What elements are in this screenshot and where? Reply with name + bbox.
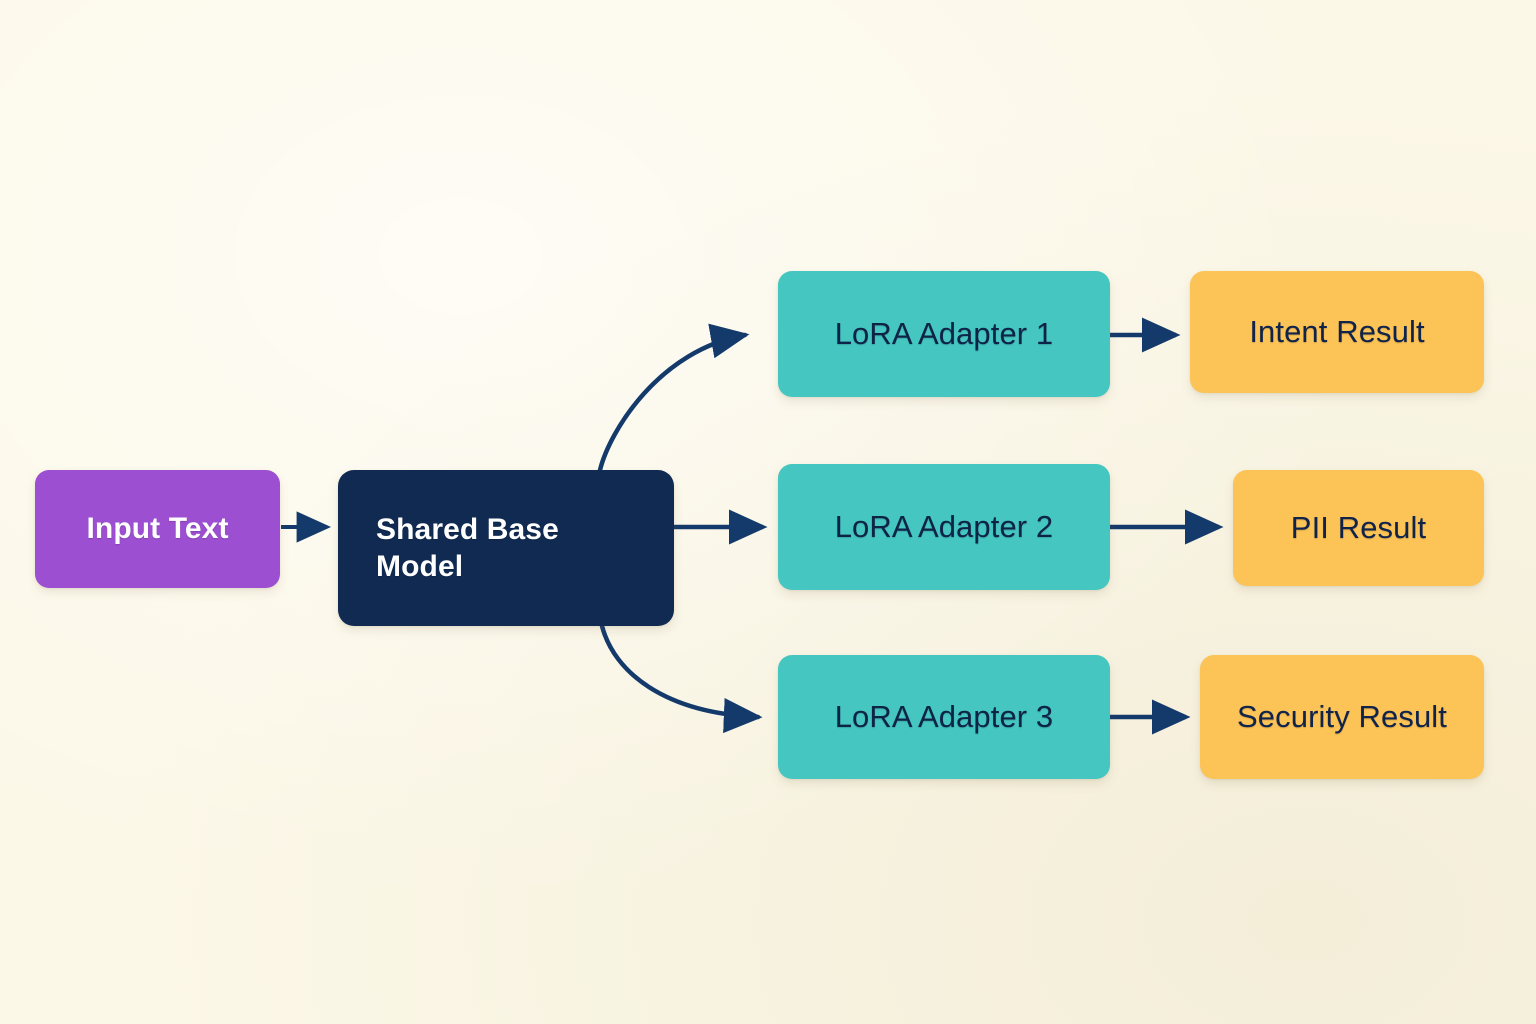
node-lora-adapter-1[interactable]: LoRA Adapter 1 [778,271,1110,397]
node-shared-base-model-label-line1: Shared Base [376,512,559,546]
node-input-text-label: Input Text [86,512,229,546]
node-security-result-label: Security Result [1237,698,1447,734]
edge-base-to-adapter3 [599,623,763,734]
node-lora-adapter-3-label: LoRA Adapter 3 [834,698,1054,734]
node-lora-adapter-3[interactable]: LoRA Adapter 3 [778,655,1110,779]
node-intent-result-label: Intent Result [1249,313,1425,349]
node-pii-result[interactable]: PII Result [1233,470,1484,586]
node-pii-result-label: PII Result [1290,509,1427,545]
node-input-text[interactable]: Input Text [35,470,280,588]
node-lora-adapter-2-label: LoRA Adapter 2 [834,508,1054,544]
node-lora-adapter-2[interactable]: LoRA Adapter 2 [778,464,1110,590]
node-shared-base-model-label: Shared Base Model [376,511,636,585]
edge-base-to-adapter1 [597,323,750,473]
node-shared-base-model-label-line2: Model [376,550,464,583]
node-shared-base-model[interactable]: Shared Base Model [338,470,674,626]
node-lora-adapter-1-label: LoRA Adapter 1 [834,315,1054,351]
node-security-result[interactable]: Security Result [1200,655,1484,779]
node-intent-result[interactable]: Intent Result [1190,271,1484,393]
